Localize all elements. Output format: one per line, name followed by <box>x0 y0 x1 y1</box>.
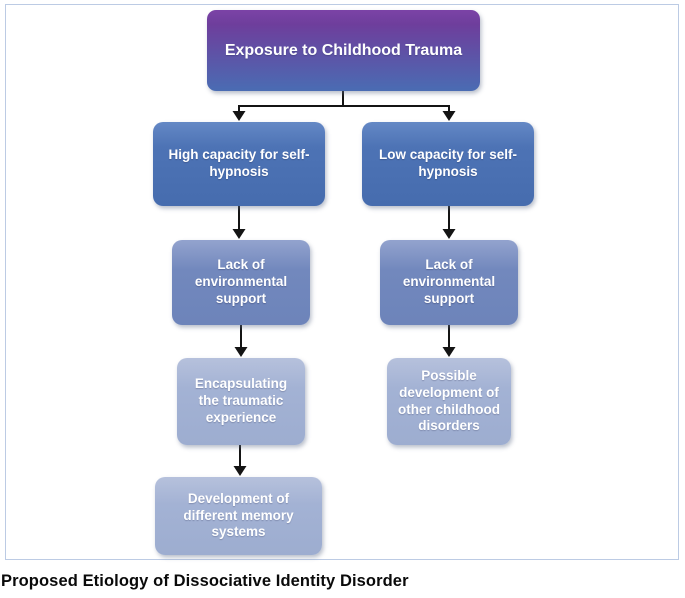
node-lack-environmental-support-left: Lack of environmental support <box>172 240 310 325</box>
node-low-capacity-self-hypnosis: Low capacity for self-hypnosis <box>362 122 534 206</box>
node-high-capacity-self-hypnosis: High capacity for self-hypnosis <box>153 122 325 206</box>
node-encapsulating-traumatic-experience: Encapsulating the traumatic experience <box>177 358 305 445</box>
figure-caption: Proposed Etiology of Dissociative Identi… <box>1 572 409 590</box>
node-exposure-childhood-trauma: Exposure to Childhood Trauma <box>207 10 480 91</box>
node-development-different-memory-systems: Development of different memory systems <box>155 477 322 555</box>
node-possible-other-childhood-disorders: Possible development of other childhood … <box>387 358 511 445</box>
node-lack-environmental-support-right: Lack of environmental support <box>380 240 518 325</box>
